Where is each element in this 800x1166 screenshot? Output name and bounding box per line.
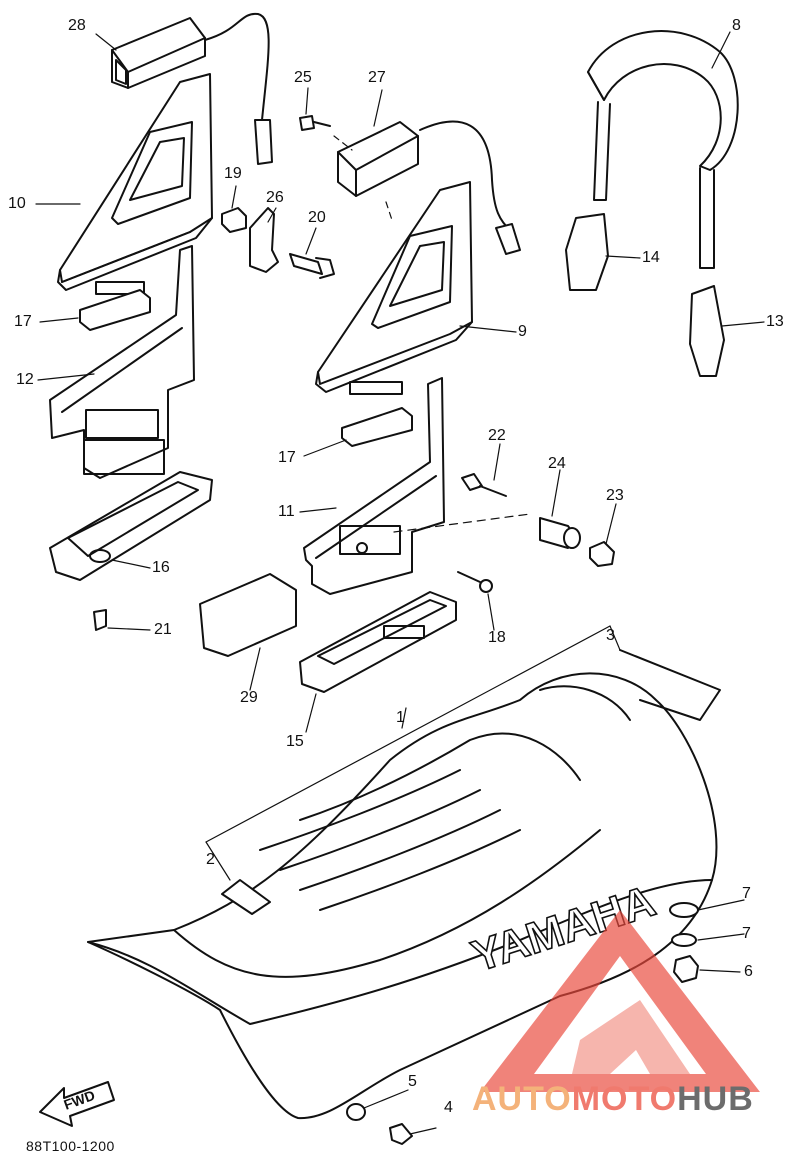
callout-26: 26 [266, 189, 284, 206]
callout-10: 10 [8, 195, 26, 212]
callout-12: 12 [16, 371, 34, 388]
callout-13: 13 [766, 313, 784, 330]
callout-8: 8 [732, 17, 741, 34]
part-7-washer-a [669, 902, 699, 918]
watermark-part-auto: AUTO [472, 1080, 572, 1118]
callout-24: 24 [548, 455, 566, 472]
part-9-side-cover [315, 181, 473, 395]
part-15-handle [299, 591, 457, 693]
part-12-bracket [49, 245, 195, 479]
callout-3: 3 [606, 627, 615, 644]
part-21-screw [93, 609, 151, 631]
callout-7-lower: 7 [742, 925, 751, 942]
watermark-part-moto: MOTO [571, 1080, 678, 1118]
part-6-nut [673, 955, 699, 983]
fwd-arrow-icon [39, 1081, 115, 1127]
part-8-backrest [587, 30, 739, 269]
part-11-bracket [303, 377, 531, 595]
part-24-collar [539, 517, 581, 549]
callout-11: 11 [278, 503, 295, 520]
callout-23: 23 [606, 487, 624, 504]
callout-9: 9 [518, 323, 527, 340]
callout-16: 16 [152, 559, 170, 576]
callout-14: 14 [642, 249, 660, 266]
callout-20: 20 [308, 209, 326, 226]
callout-6: 6 [744, 963, 753, 980]
callout-15: 15 [286, 733, 304, 750]
part-5-washer [346, 1103, 366, 1121]
diagram-code: 88T100-1200 [26, 1138, 115, 1154]
part-19-collar [221, 207, 247, 233]
watermark-logo-icon [480, 910, 760, 1092]
part-29-cap [199, 573, 297, 657]
part-25-screw [299, 115, 331, 131]
callout-21: 21 [154, 621, 172, 638]
part-23-nut [589, 541, 615, 567]
callout-29: 29 [240, 689, 258, 706]
callout-4: 4 [444, 1099, 453, 1116]
callout-18: 18 [488, 629, 506, 646]
part-1-seat [87, 649, 721, 1120]
part-7-washer-b [671, 933, 697, 947]
part-20-bolt [289, 253, 335, 279]
callout-25: 25 [294, 69, 312, 86]
part-28-connector [111, 12, 273, 165]
part-16-handle [49, 471, 213, 581]
callout-1: 1 [396, 709, 405, 726]
callout-17-left: 17 [14, 313, 32, 330]
callout-22: 22 [488, 427, 506, 444]
callout-2: 2 [206, 851, 215, 868]
part-18-screw [457, 571, 493, 593]
callout-28: 28 [68, 17, 86, 34]
part-13-boot [689, 285, 725, 377]
part-27-connector [333, 120, 521, 255]
watermark-text: AUTOMOTOHUB [472, 1080, 754, 1119]
part-4-bolt [389, 1123, 437, 1145]
part-14-boot [565, 213, 609, 291]
part-22-bolt [461, 473, 507, 497]
part-10-side-cover [57, 73, 213, 295]
part-17-pad-right [341, 407, 413, 447]
part-17-pad-left [79, 289, 151, 331]
callout-17-right: 17 [278, 449, 296, 466]
callout-27: 27 [368, 69, 386, 86]
part-26-clip [249, 207, 279, 273]
watermark-part-hub: HUB [677, 1080, 754, 1118]
callout-5: 5 [408, 1073, 417, 1090]
callout-19: 19 [224, 165, 242, 182]
callout-7-upper: 7 [742, 885, 751, 902]
